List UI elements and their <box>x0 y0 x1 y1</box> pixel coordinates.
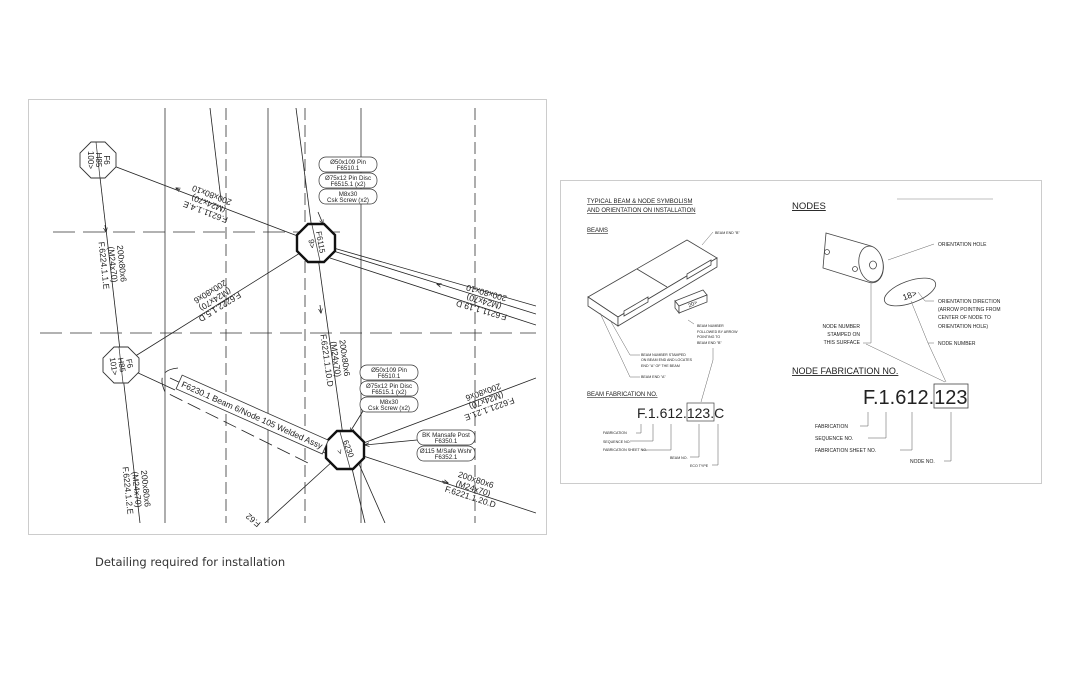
svg-text:200x80x6: 200x80x6 <box>139 470 153 508</box>
svg-text:END "A" OF THE BEAM: END "A" OF THE BEAM <box>641 364 680 368</box>
svg-text:BEAMS: BEAMS <box>587 228 608 234</box>
svg-text:ECO TYPE: ECO TYPE <box>690 464 709 468</box>
svg-text:NODES: NODES <box>792 201 826 212</box>
svg-text:M8x30: M8x30 <box>380 399 399 406</box>
svg-text:BEAM NO.: BEAM NO. <box>670 456 688 460</box>
svg-text:9>: 9> <box>306 239 317 250</box>
svg-text:ORIENTATION HOLE: ORIENTATION HOLE <box>938 242 987 248</box>
svg-text:H85: H85 <box>116 357 128 374</box>
svg-text:100>: 100> <box>86 151 95 169</box>
node-6230: 6230> <box>324 429 366 471</box>
svg-text:STAMPED ON: STAMPED ON <box>827 332 860 338</box>
svg-text:NODE NO.: NODE NO. <box>910 459 935 465</box>
svg-text:>: > <box>335 448 345 456</box>
svg-text:18>: 18> <box>901 288 918 302</box>
svg-text:(M24x70): (M24x70) <box>106 246 120 283</box>
svg-text:FOLLOWED BY ARROW: FOLLOWED BY ARROW <box>697 330 738 334</box>
svg-text:(M24x70): (M24x70) <box>328 341 343 378</box>
svg-text:FABRICATION: FABRICATION <box>603 431 627 435</box>
svg-text:F6352.1: F6352.1 <box>435 454 458 461</box>
beam-iso <box>587 239 718 327</box>
svg-text:NODE NUMBER: NODE NUMBER <box>822 324 860 330</box>
svg-text:F6510.1: F6510.1 <box>337 165 360 172</box>
svg-text:H85: H85 <box>94 153 103 168</box>
svg-text:THIS SURFACE: THIS SURFACE <box>824 340 861 346</box>
node-iso <box>822 232 937 307</box>
svg-text:TYPICAL BEAM & NODE SYMBOLISM: TYPICAL BEAM & NODE SYMBOLISM <box>587 199 692 205</box>
slide-caption: Detailing required for installation <box>95 555 286 569</box>
svg-text:FABRICATION SHEET NO.: FABRICATION SHEET NO. <box>603 448 647 452</box>
svg-text:F6: F6 <box>124 358 135 369</box>
svg-text:F6510.1: F6510.1 <box>378 373 401 380</box>
svg-text:Ø115 M/Safe Wshr: Ø115 M/Safe Wshr <box>420 448 472 455</box>
svg-text:F6350.1: F6350.1 <box>435 438 458 445</box>
svg-text:FABRICATION: FABRICATION <box>815 424 848 430</box>
svg-text:F.6224.1.2.E: F.6224.1.2.E <box>121 466 136 515</box>
svg-text:BEAM END "B": BEAM END "B" <box>715 231 740 235</box>
svg-text:Ø50x109 Pin: Ø50x109 Pin <box>371 367 407 374</box>
svg-text:ORIENTATION HOLE): ORIENTATION HOLE) <box>938 324 988 330</box>
svg-text:F6115: F6115 <box>314 231 327 255</box>
svg-text:F6515.1 (x2): F6515.1 (x2) <box>330 181 365 188</box>
svg-text:Csk Screw (x2): Csk Screw (x2) <box>327 197 369 204</box>
svg-text:F6515.1 (x2): F6515.1 (x2) <box>371 389 406 396</box>
svg-text:BK Mansafe Post: BK Mansafe Post <box>422 432 470 439</box>
svg-text:CENTER OF NODE TO: CENTER OF NODE TO <box>938 315 991 321</box>
svg-text:BEAM NUMBER: BEAM NUMBER <box>697 324 724 328</box>
symbolism-legend: TYPICAL BEAM & NODE SYMBOLISM AND ORIENT… <box>560 180 1042 484</box>
svg-text:SEQUENCE NO.: SEQUENCE NO. <box>815 436 853 442</box>
svg-text:AND ORIENTATION ON INSTALLATIO: AND ORIENTATION ON INSTALLATION <box>587 208 696 214</box>
plan-frame <box>28 99 547 535</box>
svg-text:NODE NUMBER: NODE NUMBER <box>938 341 976 347</box>
svg-text:Ø75x12 Pin Disc: Ø75x12 Pin Disc <box>325 175 371 182</box>
svg-text:FABRICATION SHEET NO.: FABRICATION SHEET NO. <box>815 448 876 454</box>
svg-text:(M24x70): (M24x70) <box>130 471 144 508</box>
svg-text:BEAM END "A": BEAM END "A" <box>641 375 666 379</box>
svg-text:BEAM END "B": BEAM END "B" <box>697 341 722 345</box>
svg-text:F6: F6 <box>102 155 111 165</box>
svg-text:F.6224.1.1.E: F.6224.1.1.E <box>97 241 112 290</box>
svg-text:ORIENTATION DIRECTION: ORIENTATION DIRECTION <box>938 299 1001 305</box>
svg-text:POINTING TO: POINTING TO <box>697 335 720 339</box>
svg-text:101>: 101> <box>108 357 120 377</box>
svg-text:BEAM NUMBER STAMPED: BEAM NUMBER STAMPED <box>641 353 686 357</box>
svg-text:Ø75x12 Pin Disc: Ø75x12 Pin Disc <box>366 383 412 390</box>
svg-text:F.1.612.123.C: F.1.612.123.C <box>637 405 724 421</box>
svg-text:BEAM FABRICATION NO.: BEAM FABRICATION NO. <box>587 392 658 398</box>
svg-text:Ø50x109 Pin: Ø50x109 Pin <box>330 159 366 166</box>
svg-text:NODE FABRICATION NO.: NODE FABRICATION NO. <box>792 366 898 376</box>
svg-text:M8x30: M8x30 <box>339 191 358 198</box>
svg-text:200x80x6: 200x80x6 <box>115 245 129 283</box>
svg-text:Csk Screw (x2): Csk Screw (x2) <box>368 405 410 412</box>
svg-text:ON BEAM END AND LOCATES: ON BEAM END AND LOCATES <box>641 358 693 362</box>
svg-text:F.1.612.123: F.1.612.123 <box>863 387 968 409</box>
svg-text:20>: 20> <box>688 300 699 309</box>
svg-text:SEQUENCE NO.: SEQUENCE NO. <box>603 440 631 444</box>
svg-text:(ARROW POINTING FROM: (ARROW POINTING FROM <box>938 307 1001 313</box>
